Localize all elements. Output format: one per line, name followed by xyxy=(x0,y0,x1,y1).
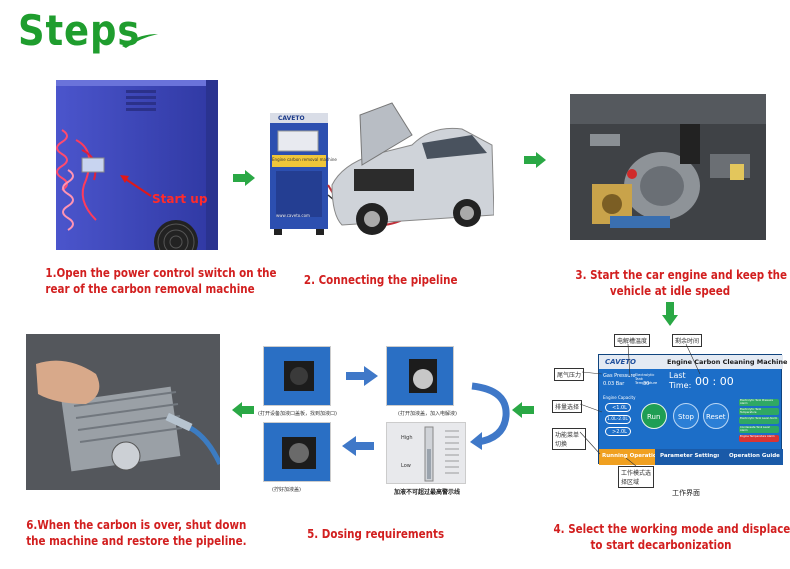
temp-value: 30 xyxy=(643,381,650,387)
indicator-2-label: Electrolytic Tank Temperature xyxy=(740,408,762,414)
step3-caption-line1: 3. Start the car engine and keep the xyxy=(575,268,788,282)
indicator-5: Engine Temperature Alarm xyxy=(739,435,779,442)
step5-caption-line1: 5. Dosing requirements xyxy=(307,527,445,541)
indicator-1-label: Electrolytic Tank Pressure Alarm xyxy=(740,399,774,405)
machine-rear-illustration xyxy=(56,80,218,250)
screen-brand: CAVETO xyxy=(605,358,637,366)
capacity-option-1-label: <1.0L xyxy=(612,405,627,411)
step6-caption-line1: 6.When the carbon is over, shut down xyxy=(26,518,247,532)
step2-photo: CAVETO Engine carbon removal machine www… xyxy=(262,85,494,245)
time-label: Time: xyxy=(669,381,692,390)
step2-caption-line1: 2. Connecting the pipeline xyxy=(303,273,458,287)
tab-parameter-settings[interactable]: Parameter Settings xyxy=(655,449,721,465)
step6-caption-line2: the machine and restore the pipeline. xyxy=(26,534,247,548)
reset-button-label: Reset xyxy=(706,413,726,421)
step3-caption: 3. Start the car engine and keep the veh… xyxy=(575,267,788,299)
temp-label: Electrolytic Tank Temperature xyxy=(635,373,658,385)
arrow-left-icon xyxy=(342,436,374,456)
arrow-right-icon xyxy=(233,170,255,186)
title-swoosh-decoration xyxy=(122,34,158,48)
capacity-option-3-label: >2.0L xyxy=(612,429,627,435)
annotation-gas-pressure: 尾气压力 xyxy=(554,368,585,381)
arrow-left-icon xyxy=(512,402,534,418)
step6-photo xyxy=(26,334,220,490)
dosing-caption-1: (打开设备加液口盖板，找到加液口) xyxy=(258,411,337,417)
step3-photo xyxy=(570,94,766,240)
annotation-tank-temp: 电解槽温度 xyxy=(614,334,651,347)
arrow-left-icon xyxy=(232,402,254,418)
annotation-leader-lines xyxy=(579,343,701,467)
annotation-function: 功能菜单切换 xyxy=(552,428,586,450)
gauge-high-label: High xyxy=(401,435,413,441)
indicator-3-label: Electrolytic Tank Level Alarm xyxy=(740,417,778,420)
step2-caption: 2. Connecting the pipeline xyxy=(303,272,458,288)
last-label: Last xyxy=(669,371,686,380)
tab-guide-label: Operation Guide xyxy=(729,453,780,459)
control-panel-diagram: 电解槽温度 剩余时间 尾气压力 排量选择 功能菜单切换 CAVETO Engin… xyxy=(540,332,788,502)
dosing-photo-2 xyxy=(386,346,454,406)
gauge-low-label: Low xyxy=(401,463,411,469)
indicator-5-label: Engine Temperature Alarm xyxy=(740,435,775,438)
step4-caption: 4. Select the working mode and displacem… xyxy=(553,521,790,553)
capacity-option-2-label: 1.0L-2.0L xyxy=(607,417,628,422)
annotation-displacement: 排量选择 xyxy=(552,400,583,413)
level-gauge-photo: High Low xyxy=(386,422,466,484)
gas-pressure-label: Gas Pressure xyxy=(603,373,636,379)
indicator-2: Electrolytic Tank Temperature xyxy=(739,408,779,415)
gas-pressure-value: 0.03 Bar xyxy=(603,381,625,387)
dosing-caption-4: 加液不可超过最高警示线 xyxy=(394,489,461,496)
page-title: Steps xyxy=(18,6,141,55)
step1-caption-line2: rear of the carbon removal machine xyxy=(45,282,255,296)
dosing-caption-3: (拧好加液盖) xyxy=(272,487,301,493)
indicator-4-label: Condensate Tank Level Alarm xyxy=(740,426,770,432)
capacity-label: Engine Capacity xyxy=(603,395,636,400)
arrow-right-icon xyxy=(346,366,378,386)
control-screen: CAVETO Engine Carbon Cleaning Machine Ga… xyxy=(598,354,787,465)
dosing-caption-2: (打开加液盖，加入电解液) xyxy=(398,411,457,417)
dosing-photo-3 xyxy=(263,422,331,482)
step1-caption-line1: 1.Open the power control switch on the xyxy=(45,266,277,280)
tab-parameter-label: Parameter Settings xyxy=(660,453,721,459)
time-value: 00 : 00 xyxy=(695,375,734,388)
start-up-label: Start up xyxy=(152,192,208,206)
stop-button-label: Stop xyxy=(678,413,694,421)
machine-url: www.caveto.com xyxy=(276,213,310,218)
stop-button[interactable]: Stop xyxy=(673,403,699,429)
machine-and-car-illustration xyxy=(270,102,494,235)
indicator-1: Electrolytic Tank Pressure Alarm xyxy=(739,399,779,406)
step1-caption: 1.Open the power control switch on the r… xyxy=(45,265,277,297)
engine-cleanup-illustration xyxy=(26,334,220,490)
arrow-down-icon xyxy=(662,302,678,326)
engine-bay-illustration xyxy=(570,94,766,240)
capacity-option-2[interactable]: 1.0L-2.0L xyxy=(605,415,631,424)
step6-caption: 6.When the carbon is over, shut down the… xyxy=(26,517,247,549)
step4-caption-line1: 4. Select the working mode and displacem… xyxy=(553,522,790,536)
capacity-option-3[interactable]: >2.0L xyxy=(605,427,631,436)
run-button-label: Run xyxy=(647,413,661,421)
annotation-mode: 工作模式选择区域 xyxy=(618,466,654,488)
arrow-right-icon xyxy=(524,152,546,168)
step5-dosing-panel: (打开设备加液口盖板，找到加液口) (打开加液盖，加入电解液) (拧好加液盖) … xyxy=(258,344,488,500)
step4-caption-line2: to start decarbonization xyxy=(590,538,732,552)
step3-caption-line2: vehicle at idle speed xyxy=(609,284,731,298)
tab-running-label: Running Operation xyxy=(602,453,661,459)
dosing-photo-1 xyxy=(263,346,331,406)
run-button[interactable]: Run xyxy=(641,403,667,429)
annotation-interface: 工作界面 xyxy=(672,489,700,497)
screen-header: Engine Carbon Cleaning Machine xyxy=(667,358,788,366)
reset-button[interactable]: Reset xyxy=(703,403,729,429)
step1-photo: Start up xyxy=(56,80,218,250)
machine-brand: CAVETO xyxy=(278,115,305,122)
indicator-3: Electrolytic Tank Level Alarm xyxy=(739,417,779,424)
curved-arrow-icon xyxy=(470,382,510,450)
tab-running-operation[interactable]: Running Operation xyxy=(599,449,661,465)
tab-operation-guide[interactable]: Operation Guide xyxy=(719,449,783,465)
indicator-4: Condensate Tank Level Alarm xyxy=(739,426,779,433)
machine-front-text: Engine carbon removal machine xyxy=(272,157,337,162)
capacity-option-1[interactable]: <1.0L xyxy=(605,403,631,412)
step5-caption: 5. Dosing requirements xyxy=(307,526,445,542)
